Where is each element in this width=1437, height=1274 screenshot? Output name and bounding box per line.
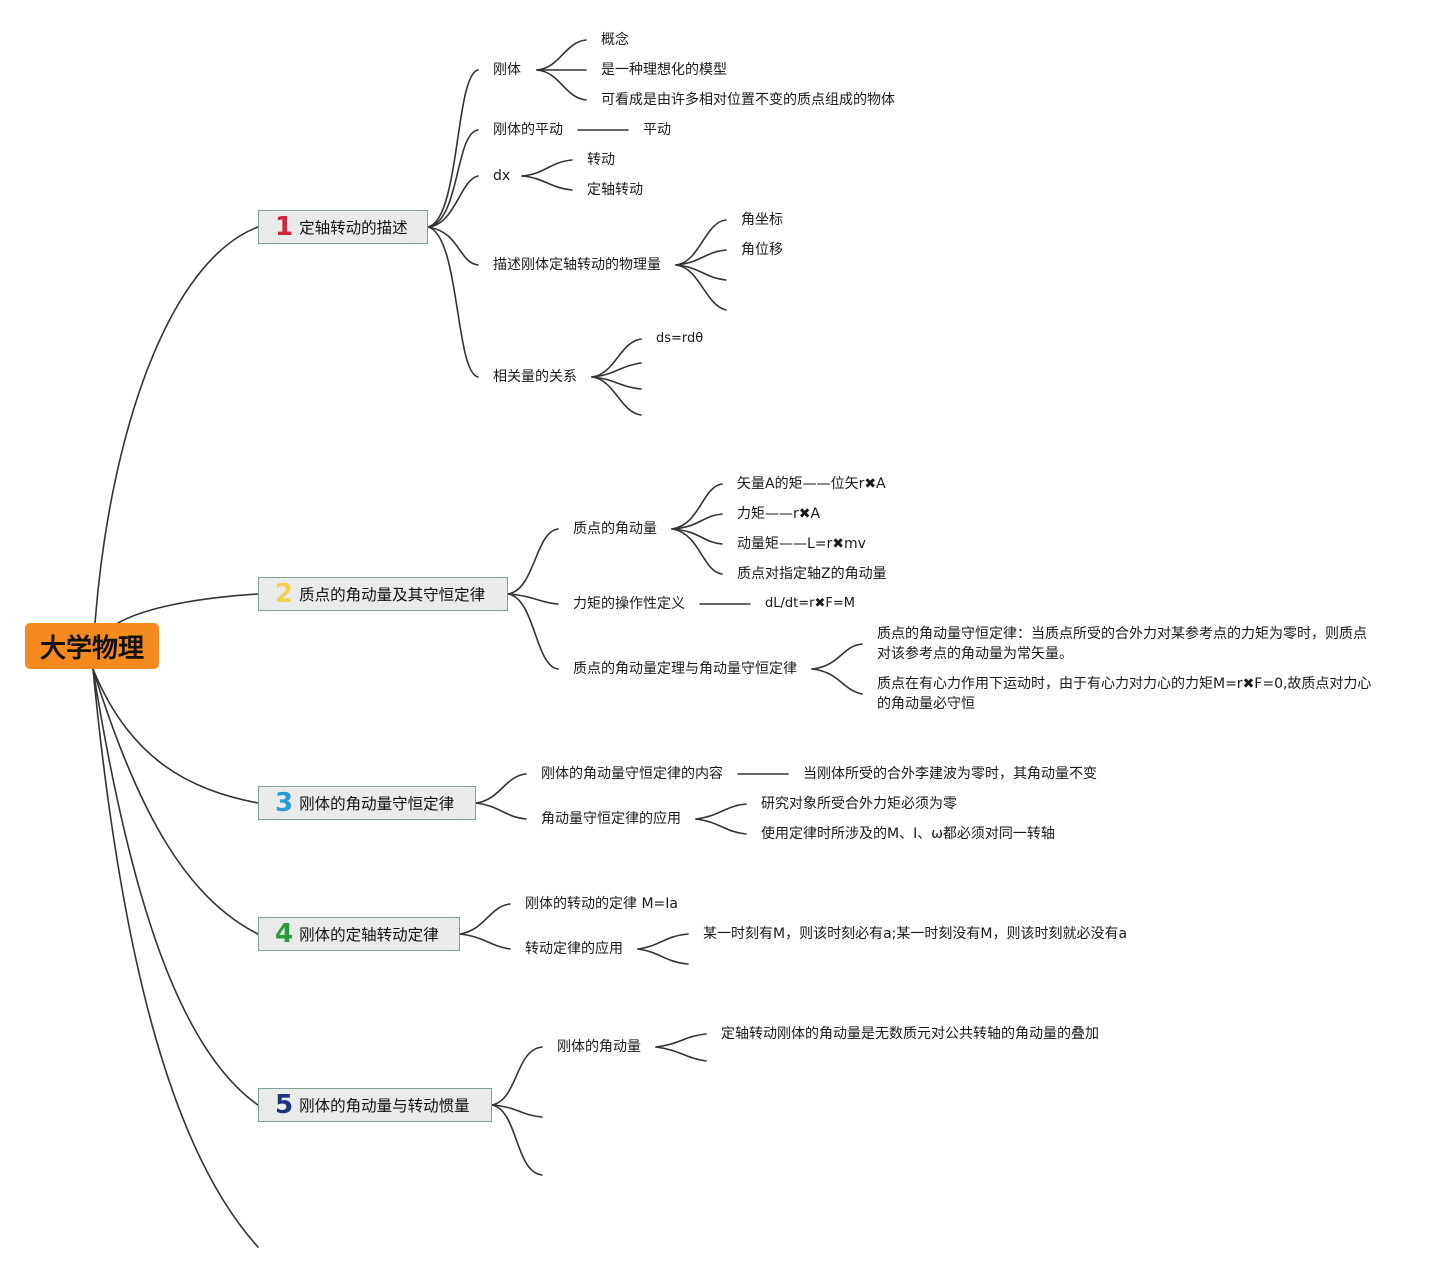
topic-zhidian-zucheng[interactable]: 可看成是由许多相对位置不变的质点组成的物体 [601,92,895,108]
topic-gangti[interactable]: 刚体 [493,62,521,78]
topic-ds-rdtheta[interactable]: ds=rdθ [656,331,704,346]
topic-dongliangju[interactable]: 动量矩——L=r✖mv [737,536,866,552]
topic-heliju-zero[interactable]: 研究对象所受合外力矩必须为零 [761,796,957,812]
topic-zhuandong[interactable]: 转动 [587,152,615,168]
number-4-icon: 4 [275,919,294,949]
topic-dinglv-yingyong[interactable]: 转动定律的应用 [525,941,623,957]
topic-diejia[interactable]: 定轴转动刚体的角动量是无数质元对公共转轴的角动量的叠加 [721,1026,1099,1042]
branch-2[interactable]: 2 质点的角动量及其守恒定律 [258,577,508,611]
topic-neirong[interactable]: 刚体的角动量守恒定律的内容 [541,766,723,782]
topic-tongyi-zhuanzhou[interactable]: 使用定律时所涉及的M、I、ω都必须对同一转轴 [761,826,1055,842]
topic-caozuoxing[interactable]: 力矩的操作性定义 [573,596,685,612]
topic-gangti-jdl[interactable]: 刚体的角动量 [557,1039,641,1055]
topic-lixianghua[interactable]: 是一种理想化的模型 [601,62,727,78]
topic-dinglv-mia[interactable]: 刚体的转动的定律 M=Ia [525,896,678,912]
topic-pingdong-value[interactable]: 平动 [643,122,671,138]
topic-m-a[interactable]: 某一时刻有M，则该时刻必有a;某一时刻没有M，则该时刻就必没有a [703,926,1128,942]
number-5-icon: 5 [275,1090,294,1120]
topic-neirong-value[interactable]: 当刚体所受的合外李建波为零时，其角动量不变 [803,766,1097,782]
topic-guanxi[interactable]: 相关量的关系 [493,369,577,385]
branch-4-title: 刚体的定轴转动定律 [299,926,439,944]
topic-liju[interactable]: 力矩——r✖A [737,506,821,522]
branch-4[interactable]: 4 刚体的定轴转动定律 [258,917,460,951]
branch-2-title: 质点的角动量及其守恒定律 [299,586,486,604]
edge-root-b1 [94,226,259,624]
topic-zhou-z[interactable]: 质点对指定轴Z的角动量 [737,566,887,582]
topic-dingzhou-zhuandong[interactable]: 定轴转动 [587,182,643,198]
topic-jiaozuobiao[interactable]: 角坐标 [741,212,783,228]
number-3-icon: 3 [275,788,294,818]
topic-wuliliang[interactable]: 描述刚体定轴转动的物理量 [493,257,661,273]
topic-dl-dt[interactable]: dL/dt=r✖F=M [765,596,855,611]
number-1-icon: 1 [275,212,294,242]
root-topic[interactable]: 大学物理 [25,623,159,669]
topic-pingdong[interactable]: 刚体的平动 [493,122,563,138]
topic-gainian[interactable]: 概念 [601,32,629,48]
topic-youxinli[interactable]: 质点在有心力作用下运动时，由于有心力对力心的力矩M=r✖F=0,故质点对力心的角… [877,676,1372,712]
edge-root-b5 [92,668,259,1106]
edge-root-b6 [92,668,259,1248]
branch-3[interactable]: 3 刚体的角动量守恒定律 [258,786,476,820]
topic-shouheng-dinglv[interactable]: 质点的角动量守恒定律：当质点所受的合外力对某参考点的力矩为零时，则质点对该参考点… [877,626,1367,662]
branch-5[interactable]: 5 刚体的角动量与转动惯量 [258,1088,492,1122]
topic-jiaoweiyi[interactable]: 角位移 [741,242,783,258]
branch-1-title: 定轴转动的描述 [299,219,408,237]
topic-shiliang-ju[interactable]: 矢量A的矩——位矢r✖A [737,476,886,492]
topic-yingyong[interactable]: 角动量守恒定律的应用 [541,811,681,827]
edge-root-b3 [92,668,259,804]
topic-dx[interactable]: dx [493,168,511,184]
number-2-icon: 2 [275,579,294,609]
branch-3-title: 刚体的角动量守恒定律 [299,795,455,813]
branch-5-title: 刚体的角动量与转动惯量 [299,1097,470,1115]
topic-zhidian-jiaodongliang[interactable]: 质点的角动量 [573,521,657,537]
topic-dingli-shouheng[interactable]: 质点的角动量定理与角动量守恒定律 [573,661,797,677]
edge-root-b4 [92,668,259,935]
edge-root-b2 [117,593,259,624]
branch-1[interactable]: 1 定轴转动的描述 [258,210,428,244]
